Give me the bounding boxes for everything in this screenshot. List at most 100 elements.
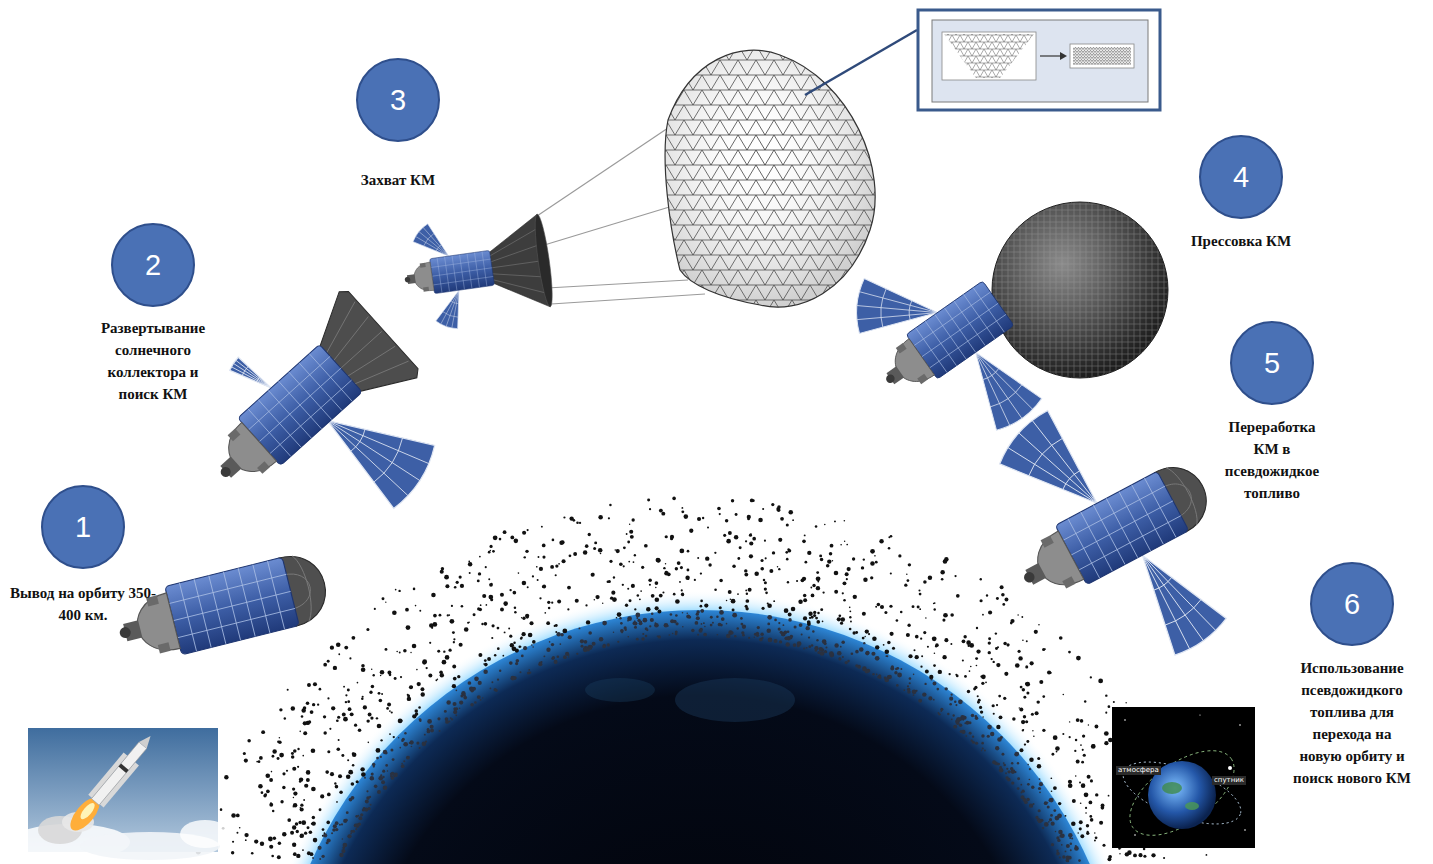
debris-particle bbox=[220, 808, 223, 811]
debris-particle bbox=[334, 782, 336, 784]
debris-particle bbox=[459, 575, 462, 578]
debris-particle bbox=[1127, 850, 1132, 855]
debris-particle bbox=[478, 572, 481, 575]
debris-particle bbox=[1058, 802, 1061, 805]
debris-particle bbox=[609, 560, 612, 563]
debris-particle bbox=[629, 599, 632, 602]
debris-particle bbox=[377, 790, 381, 794]
debris-particle bbox=[550, 565, 554, 569]
debris-particle bbox=[613, 631, 614, 632]
debris-particle bbox=[1094, 832, 1095, 833]
debris-particle bbox=[497, 679, 499, 681]
debris-particle bbox=[784, 631, 788, 635]
debris-particle bbox=[868, 633, 870, 635]
debris-particle bbox=[682, 626, 684, 628]
debris-particle bbox=[1022, 729, 1024, 731]
debris-particle bbox=[863, 558, 865, 560]
debris-particle bbox=[593, 547, 596, 550]
debris-particle bbox=[769, 569, 773, 573]
debris-particle bbox=[245, 839, 247, 841]
debris-particle bbox=[714, 588, 717, 591]
debris-particle bbox=[342, 838, 343, 839]
debris-particle bbox=[1108, 795, 1110, 797]
debris-particle bbox=[1025, 720, 1028, 723]
debris-particle bbox=[884, 611, 887, 614]
step-node: 5Переработка КМ в псевдожидкое топливо bbox=[1217, 320, 1327, 504]
debris-particle bbox=[259, 756, 263, 760]
debris-particle bbox=[673, 593, 676, 596]
spacecraft-part bbox=[420, 263, 426, 268]
debris-particle bbox=[912, 689, 917, 694]
debris-particle bbox=[383, 785, 388, 790]
debris-particle bbox=[855, 664, 858, 667]
debris-particle bbox=[851, 652, 854, 655]
debris-particle bbox=[558, 563, 560, 565]
debris-particle bbox=[778, 628, 781, 631]
debris-particle bbox=[923, 631, 926, 634]
debris-particle bbox=[298, 821, 301, 824]
debris-particle bbox=[406, 625, 411, 630]
debris-particle bbox=[662, 591, 664, 593]
debris-particle bbox=[282, 832, 286, 836]
debris-particle bbox=[630, 535, 634, 539]
debris-particle bbox=[794, 625, 797, 628]
debris-particle bbox=[811, 644, 813, 646]
debris-particle bbox=[1031, 785, 1034, 788]
debris-particle bbox=[847, 660, 850, 663]
debris-particle bbox=[1076, 760, 1080, 764]
launch-photo-part-part bbox=[91, 742, 146, 805]
debris-particle bbox=[331, 706, 335, 710]
debris-particle bbox=[1025, 744, 1026, 745]
debris-particle bbox=[819, 647, 823, 651]
debris-particle bbox=[935, 643, 939, 647]
debris-particle bbox=[785, 642, 789, 646]
solar-panel-part bbox=[328, 402, 420, 500]
debris-particle bbox=[236, 814, 240, 818]
debris-particle bbox=[1051, 843, 1054, 846]
debris-particle bbox=[345, 701, 347, 703]
debris-particle bbox=[700, 609, 704, 613]
debris-particle bbox=[419, 720, 421, 722]
debris-particle bbox=[864, 636, 865, 637]
debris-particle bbox=[1105, 712, 1107, 714]
debris-particle bbox=[598, 548, 603, 553]
debris-particle bbox=[303, 731, 307, 735]
debris-particle bbox=[1068, 833, 1073, 838]
orbit-inset-part bbox=[1116, 749, 1249, 837]
debris-particle bbox=[908, 654, 912, 658]
spacecraft-part bbox=[886, 339, 934, 391]
debris-particle bbox=[978, 699, 981, 702]
debris-particle bbox=[734, 635, 736, 637]
debris-particle bbox=[980, 578, 982, 580]
debris-particle bbox=[842, 592, 844, 594]
spacecraft-part bbox=[169, 574, 286, 603]
debris-particle bbox=[629, 523, 630, 524]
debris-particle bbox=[1032, 803, 1034, 805]
debris-particle bbox=[360, 813, 363, 816]
debris-particle bbox=[302, 849, 304, 851]
debris-particle bbox=[371, 773, 374, 776]
debris-particle bbox=[403, 649, 407, 653]
debris-particle bbox=[401, 764, 405, 768]
debris-particle bbox=[1050, 777, 1052, 779]
debris-particle bbox=[1004, 672, 1008, 676]
debris-particle bbox=[760, 559, 763, 562]
debris-particle bbox=[542, 555, 545, 558]
debris-particle bbox=[1011, 762, 1013, 764]
debris-particle bbox=[627, 588, 629, 590]
debris-particle bbox=[1018, 656, 1022, 660]
debris-particle bbox=[791, 607, 796, 612]
debris-particle bbox=[951, 719, 953, 721]
debris-particle bbox=[815, 617, 818, 620]
debris-particle bbox=[452, 665, 456, 669]
debris-particle bbox=[1040, 820, 1041, 821]
debris-particle bbox=[807, 622, 811, 626]
debris-particle bbox=[1151, 853, 1155, 857]
debris-particle bbox=[964, 722, 966, 724]
debris-particle bbox=[401, 763, 403, 765]
debris-particle bbox=[824, 650, 827, 653]
debris-particle bbox=[338, 653, 340, 655]
debris-particle bbox=[969, 732, 972, 735]
debris-particle bbox=[904, 584, 907, 587]
